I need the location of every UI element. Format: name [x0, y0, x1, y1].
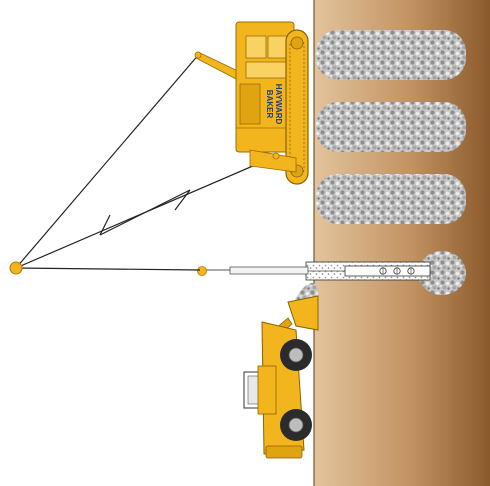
- crane-brand-line2: BAKER: [265, 90, 274, 119]
- stone-column-1: [316, 30, 466, 80]
- crawler-crane: HAYWARD BAKER: [194, 21, 309, 185]
- boom-tip-sheave: [9, 261, 23, 275]
- wheel-loader: [243, 295, 319, 459]
- crawler-track: [285, 29, 309, 185]
- vibroprobe: [197, 261, 431, 281]
- crane-brand-line1: HAYWARD: [274, 84, 283, 125]
- probe-fin-2: [393, 267, 401, 275]
- stone-column-2: [316, 102, 466, 152]
- probe-fin-3: [407, 267, 415, 275]
- soil-ground: [314, 0, 490, 486]
- stone-column-3: [316, 174, 466, 224]
- probe-top-hook: [197, 266, 207, 276]
- probe-fin-1: [379, 267, 387, 275]
- crane-rigging: [15, 52, 277, 271]
